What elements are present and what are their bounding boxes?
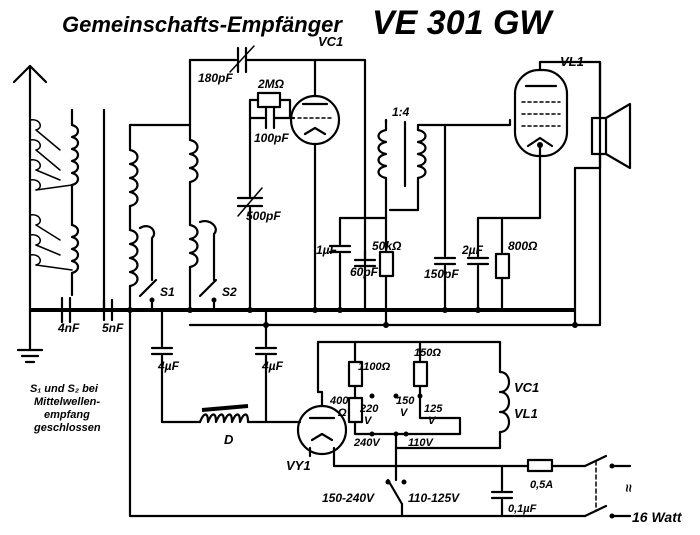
title-main: Gemeinschafts-Empfänger: [62, 12, 343, 37]
switch-note: S₁ und S₂ bei Mittelwellen- empfang gesc…: [30, 383, 101, 434]
label-500pf: 500pF: [246, 209, 281, 223]
mains-line: [128, 308, 587, 518]
capacitor-500pf-variable[interactable]: [236, 98, 264, 312]
capacitor-100pf: [248, 106, 296, 130]
label-150: 150Ω: [414, 347, 441, 359]
label-heater-vc1: VC1: [514, 380, 539, 395]
b-plus-line: [188, 60, 602, 327]
capacitor-60pf: [353, 248, 377, 268]
tube-vy1: [296, 390, 348, 458]
label-220-unit: V: [364, 415, 373, 427]
label-150v: 150: [396, 395, 415, 407]
label-125v-unit: V: [428, 415, 437, 427]
label-fuse: 0,5A: [530, 479, 553, 491]
junction-dots: [127, 307, 578, 328]
label-800: 800Ω: [508, 239, 538, 253]
antenna-symbol: [12, 64, 48, 352]
capacitor-150pf: [433, 123, 457, 312]
note-line2: Mittelwellen-: [34, 396, 100, 408]
label-400: 400: [329, 395, 349, 407]
label-range-a: 150-240V: [322, 491, 375, 505]
label-heater-vl1: VL1: [514, 406, 538, 421]
resistor-800: [494, 216, 511, 312]
label-400-unit: Ω: [337, 407, 347, 419]
mains-switch[interactable]: [583, 454, 632, 519]
capacitor-1uf: [328, 216, 388, 312]
tube-vc1: [289, 58, 341, 312]
label-range-b: 110-125V: [408, 491, 460, 505]
label-4nf: 4nF: [57, 321, 80, 335]
note-line4: geschlossen: [33, 422, 101, 434]
label-125v: 125: [424, 403, 443, 415]
label-2mohm: 2MΩ: [257, 77, 285, 91]
resistor-2mohm: [248, 91, 292, 120]
label-vc1: VC1: [318, 34, 343, 49]
capacitor-180pf: [188, 45, 317, 74]
ground-symbol: [16, 348, 44, 364]
voltage-selector-switch[interactable]: [385, 478, 407, 518]
heater-network: [316, 340, 511, 450]
label-vy1: VY1: [286, 458, 311, 473]
label-150pf: 150pF: [424, 267, 459, 281]
label-2uf: 2µF: [461, 243, 484, 257]
label-50k: 50kΩ: [372, 239, 402, 253]
label-150v-unit: V: [400, 407, 409, 419]
label-100pf: 100pF: [254, 131, 289, 145]
choke-d: [160, 404, 302, 424]
label-240v: 240V: [353, 437, 381, 449]
label-4uf-a: 4µF: [157, 359, 180, 373]
switch-s1[interactable]: [138, 225, 158, 312]
antenna-coil: [29, 108, 80, 297]
loudspeaker-icon: [573, 102, 632, 327]
label-d: D: [224, 432, 234, 447]
label-4uf-b: 4µF: [261, 359, 284, 373]
title-model: VE 301 GW: [372, 4, 554, 42]
label-01uf: 0,1µF: [508, 503, 537, 515]
label-220: 220: [359, 403, 379, 415]
tube-vl1: [513, 60, 602, 158]
label-180pf: 180pF: [198, 71, 233, 85]
capacitor-01uf: [490, 464, 514, 518]
label-mains-symbol: ≈: [621, 484, 637, 492]
label-1100: 1100Ω: [358, 361, 391, 373]
label-ratio: 1:4: [392, 105, 410, 119]
label-60pf: 60pF: [350, 265, 379, 279]
capacitor-2uf: [466, 143, 542, 312]
capacitor-5nf: [102, 108, 114, 322]
note-line1: S₁ und S₂ bei: [30, 383, 99, 395]
resistor-50k: [378, 184, 395, 327]
label-110v: 110V: [408, 437, 435, 449]
note-line3: empfang: [44, 409, 90, 421]
label-s1: S1: [160, 285, 175, 299]
plate-wire-vc1: [313, 58, 367, 312]
capacitor-4uf-a: [150, 308, 174, 424]
label-5nf: 5nF: [102, 321, 124, 335]
rf-coil-2: [188, 58, 199, 312]
switch-s2[interactable]: [198, 220, 218, 312]
label-power: 16 Watt: [632, 509, 683, 525]
label-vl1: VL1: [560, 54, 584, 69]
capacitor-4nf: [28, 296, 72, 324]
label-1uf: 1µF: [316, 243, 338, 257]
label-s2: S2: [222, 285, 237, 299]
transformer-1-4: [377, 118, 512, 212]
rf-coil-1: [128, 123, 192, 312]
